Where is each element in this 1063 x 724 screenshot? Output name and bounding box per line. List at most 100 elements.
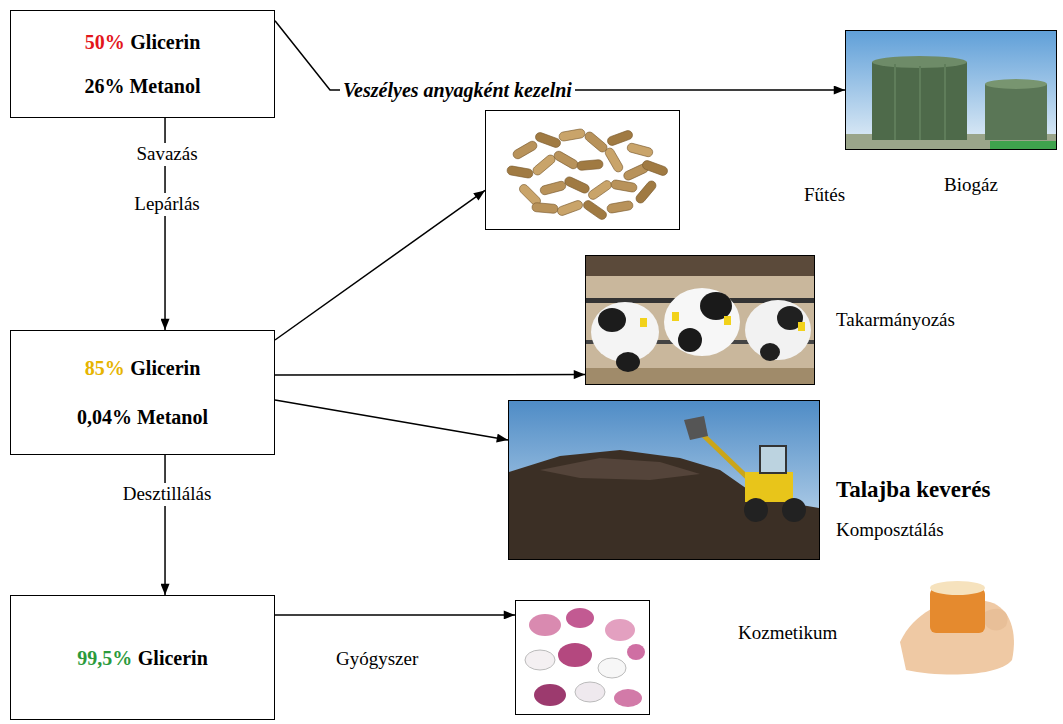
pellet-picture-part <box>583 130 609 154</box>
cows-picture-part <box>724 316 731 325</box>
pellet-picture-part <box>582 199 608 221</box>
compost-picture-part <box>509 401 819 559</box>
glycerin-percent: 50% <box>85 31 125 53</box>
compost-picture-part <box>760 446 786 473</box>
flow-arrow <box>275 374 585 376</box>
image-caption: Gyógyszer <box>336 648 418 671</box>
pellet-picture-part <box>532 202 559 213</box>
cosmetic-picture-part <box>985 609 1008 631</box>
pellet-picture-part <box>539 180 566 195</box>
flow-arrow <box>275 190 485 340</box>
compost-image-frame: Talajba keverésKomposztálás <box>508 400 820 560</box>
pills-picture-part <box>614 689 642 707</box>
process-box: 99,5% Glicerin <box>10 595 275 720</box>
label-anchor: Kozmetikum <box>735 622 840 645</box>
cows-picture-part <box>586 368 814 384</box>
image-caption: Biogáz <box>944 174 998 197</box>
pills-image-frame: Gyógyszer <box>515 600 650 715</box>
pills-picture <box>516 601 649 714</box>
glycerin-percent: 85% <box>85 357 125 379</box>
pellet-image-frame: Fűtés <box>485 110 680 230</box>
cows-picture-part <box>664 288 740 356</box>
glycerin-percent: 99,5% <box>77 647 132 669</box>
biogas-picture-part <box>872 62 967 140</box>
cosmetic-picture-part <box>930 581 985 595</box>
biogas-picture-part <box>944 64 946 140</box>
process-step: Savazás <box>133 143 200 166</box>
pellet-picture-part <box>558 128 585 141</box>
pellet-picture-part <box>563 175 590 194</box>
pellet-picture-part <box>604 146 625 173</box>
label-anchor: Veszélyes anyagként kezelni <box>340 78 575 102</box>
pellet-picture-part <box>556 199 584 216</box>
cows-picture-part <box>586 256 814 276</box>
label-anchor: Savazás <box>133 143 200 166</box>
biogas-image-frame: Biogáz <box>845 30 1057 150</box>
cows-picture-part <box>616 352 640 372</box>
pellet-picture-part <box>587 179 613 201</box>
cows-picture-part <box>798 322 805 331</box>
cows-picture-part <box>598 308 626 332</box>
product-name: Glicerin <box>138 647 208 669</box>
pills-picture-part <box>534 684 566 706</box>
biogas-picture <box>845 30 1057 150</box>
process-box: 85%Glicerin 0,04% Metanol <box>10 330 275 455</box>
compost-picture-part <box>540 458 700 480</box>
use-label: Kozmetikum <box>735 622 840 645</box>
pills-picture-part <box>605 619 635 641</box>
pills-picture-part <box>529 614 561 636</box>
pills-picture-part <box>598 658 626 678</box>
text-line: 50%Glicerin <box>85 30 201 54</box>
pills-picture-part <box>516 601 649 714</box>
image-caption: Komposztálás <box>836 519 944 542</box>
biogas-picture-part <box>990 141 1057 150</box>
cows-picture-part <box>745 300 811 360</box>
pellet-picture-part <box>577 159 604 170</box>
pellet-picture-part <box>486 111 679 229</box>
cows-picture-part <box>700 292 732 320</box>
pellet-picture-part <box>634 179 658 205</box>
text-anchor: Fűtés <box>804 184 845 207</box>
cows-picture-part <box>760 343 780 361</box>
pills-picture-part <box>525 650 555 670</box>
biogas-picture-part <box>845 30 1057 150</box>
pills-picture-part <box>558 643 592 667</box>
pellet-picture <box>486 111 679 229</box>
biogas-picture-part <box>894 64 896 140</box>
pills-picture-part <box>566 608 594 628</box>
biogas-picture-part <box>985 84 1047 140</box>
image-caption: Fűtés <box>804 184 845 207</box>
methanol-content: 26% Metanol <box>84 75 200 97</box>
text-line: 85%Glicerin <box>85 356 201 380</box>
compost-picture-part <box>684 416 708 440</box>
cosmetic-picture <box>900 581 1014 675</box>
process-box: 50%Glicerin 26% Metanol <box>10 10 275 118</box>
label-anchor: Lepárlás <box>131 193 202 216</box>
pellet-picture-part <box>511 140 538 161</box>
compost-picture-part <box>744 498 768 522</box>
text-anchor: Gyógyszer <box>336 648 418 671</box>
biogas-picture-part <box>919 66 921 140</box>
cows-picture <box>586 256 814 384</box>
pellet-picture-part <box>506 165 533 178</box>
pellet-picture-part <box>626 142 653 157</box>
process-step: Desztillálás <box>120 483 215 506</box>
pills-picture-part <box>627 644 645 660</box>
compost-picture-part <box>700 432 752 482</box>
pellet-picture-part <box>531 153 557 177</box>
text-line: 99,5% Glicerin <box>77 646 208 670</box>
methanol-content: 0,04% Metanol <box>77 406 208 428</box>
text-anchor: Takarmányozás <box>836 309 955 332</box>
text-anchor: Talajba keverés <box>836 476 990 504</box>
compost-picture-part <box>782 498 806 522</box>
cows-image-frame: Takarmányozás <box>585 255 815 385</box>
product-name: Glicerin <box>130 31 200 53</box>
cows-picture-part <box>640 318 647 327</box>
text-line: 0,04% Metanol <box>77 405 208 429</box>
process-step: Lepárlás <box>131 193 202 216</box>
edge-label: Veszélyes anyagként kezelni <box>340 78 575 102</box>
pellet-picture-part <box>552 150 579 171</box>
compost-picture <box>509 401 819 559</box>
pellet-picture-part <box>610 179 637 192</box>
cows-picture-part <box>586 256 814 384</box>
